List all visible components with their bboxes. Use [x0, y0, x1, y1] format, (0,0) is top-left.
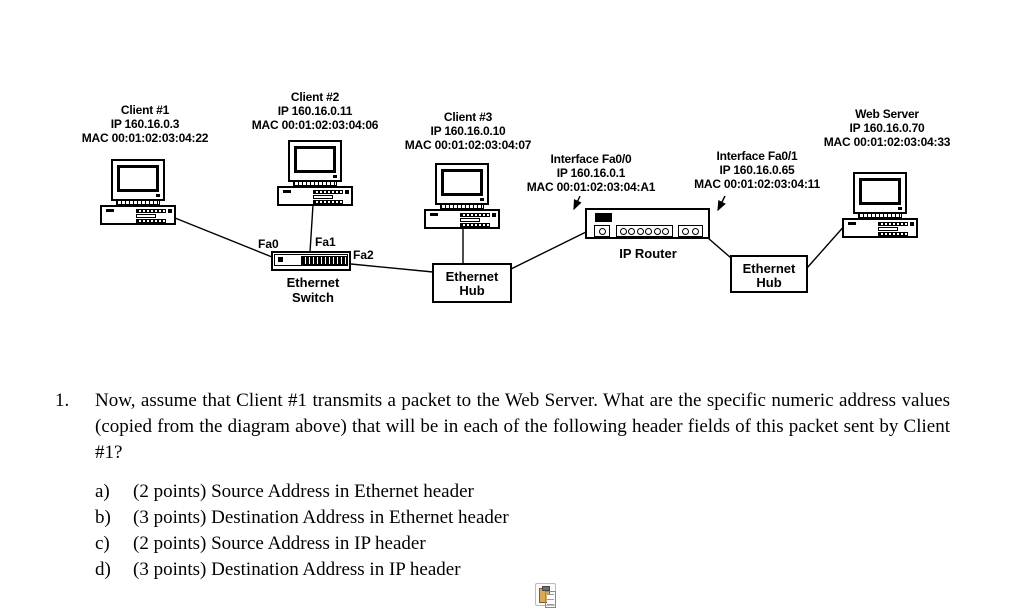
question-number: 1.: [55, 390, 70, 411]
link-hub1-router: [510, 231, 587, 270]
webserver-label: Web Server IP 160.16.0.70 MAC 00:01:02:0…: [824, 107, 951, 149]
client1-ip: IP 160.16.0.3: [110, 117, 180, 131]
link-client2-switch: [309, 204, 314, 253]
ethernet-hub1: Ethernet Hub: [432, 263, 512, 303]
interface-fa01-label: Interface Fa0/1 IP 160.16.0.65 MAC 00:01…: [694, 149, 820, 191]
question-item-b: b) (3 points) Destination Address in Eth…: [95, 507, 509, 528]
desktop-tower: [842, 218, 918, 238]
desktop-tower: [277, 186, 353, 206]
switch-port-fa0-label: Fa0: [258, 237, 279, 251]
network-diagram: Client #1 IP 160.16.0.3 MAC 00:01:02:03:…: [82, 90, 951, 305]
question-item-a: a) (2 points) Source Address in Ethernet…: [95, 481, 474, 502]
arrow-interface-fa01: [717, 195, 726, 212]
monitor-icon: [111, 159, 165, 201]
client1-title: Client #1: [120, 103, 170, 117]
client2-ip: IP 160.16.0.11: [277, 104, 353, 118]
monitor-base: [440, 204, 484, 209]
question-text: Now, assume that Client #1 transmits a p…: [95, 390, 950, 463]
interface-fa01-title: Interface Fa0/1: [716, 149, 798, 163]
ethernet-switch-caption: Ethernet Switch: [286, 275, 340, 305]
interface-fa01-mac: MAC 00:01:02:03:04:11: [694, 177, 820, 191]
client2-title: Client #2: [290, 90, 340, 104]
question-block: 1. Now, assume that Client #1 transmits …: [55, 388, 950, 583]
question-item-d: d) (3 points) Destination Address in IP …: [95, 559, 461, 580]
webserver-ip: IP 160.16.0.70: [849, 121, 925, 135]
webserver-computer-icon: [842, 172, 920, 238]
arrow-interface-fa00: [573, 195, 582, 211]
monitor-icon: [435, 163, 489, 205]
switch-port-fa1-label: Fa1: [315, 235, 336, 249]
client3-mac: MAC 00:01:02:03:04:07: [404, 138, 532, 152]
webserver-mac: MAC 00:01:02:03:04:33: [823, 135, 951, 149]
link-router-hub2: [707, 237, 732, 259]
monitor-base: [116, 200, 160, 205]
interface-fa00-title: Interface Fa0/0: [550, 152, 632, 166]
ethernet-switch-icon: [271, 251, 351, 271]
interface-fa00-ip: IP 160.16.0.1: [556, 166, 626, 180]
client2-computer-icon: [277, 140, 355, 206]
client2-label: Client #2 IP 160.16.0.11 MAC 00:01:02:03…: [252, 90, 379, 132]
question-item-c: c) (2 points) Source Address in IP heade…: [95, 533, 426, 554]
client1-mac: MAC 00:01:02:03:04:22: [81, 131, 209, 145]
interface-fa00-label: Interface Fa0/0 IP 160.16.0.1 MAC 00:01:…: [527, 152, 656, 194]
client1-computer-icon: [100, 159, 178, 225]
ip-router-icon: [585, 208, 710, 239]
interface-fa01-ip: IP 160.16.0.65: [719, 163, 795, 177]
client2-mac: MAC 00:01:02:03:04:06: [251, 118, 379, 132]
question-subitems: a) (2 points) Source Address in Ethernet…: [55, 479, 950, 583]
ethernet-hub2: Ethernet Hub: [730, 255, 808, 293]
desktop-tower: [100, 205, 176, 225]
webserver-title: Web Server: [855, 107, 919, 121]
switch-port-fa2-label: Fa2: [353, 248, 374, 262]
clipboard-clip: [542, 586, 550, 591]
monitor-icon: [288, 140, 342, 182]
link-hub2-webserver: [806, 223, 847, 269]
monitor-icon: [853, 172, 907, 214]
client1-label: Client #1 IP 160.16.0.3 MAC 00:01:02:03:…: [82, 103, 209, 145]
ip-router-caption: IP Router: [619, 246, 677, 261]
client3-computer-icon: [424, 163, 502, 229]
link-switch-hub1: [350, 263, 434, 273]
monitor-base: [858, 213, 902, 218]
client3-title: Client #3: [443, 110, 493, 124]
connection-lines-layer: [169, 195, 847, 273]
client3-label: Client #3 IP 160.16.0.10 MAC 00:01:02:03…: [405, 110, 532, 152]
client3-ip: IP 160.16.0.10: [430, 124, 506, 138]
link-client1-switch: [169, 215, 273, 258]
clipboard-paper: [545, 591, 556, 608]
clipboard-paste-icon[interactable]: [535, 583, 556, 608]
monitor-base: [293, 181, 337, 186]
interface-fa00-mac: MAC 00:01:02:03:04:A1: [526, 180, 656, 194]
desktop-tower: [424, 209, 500, 229]
